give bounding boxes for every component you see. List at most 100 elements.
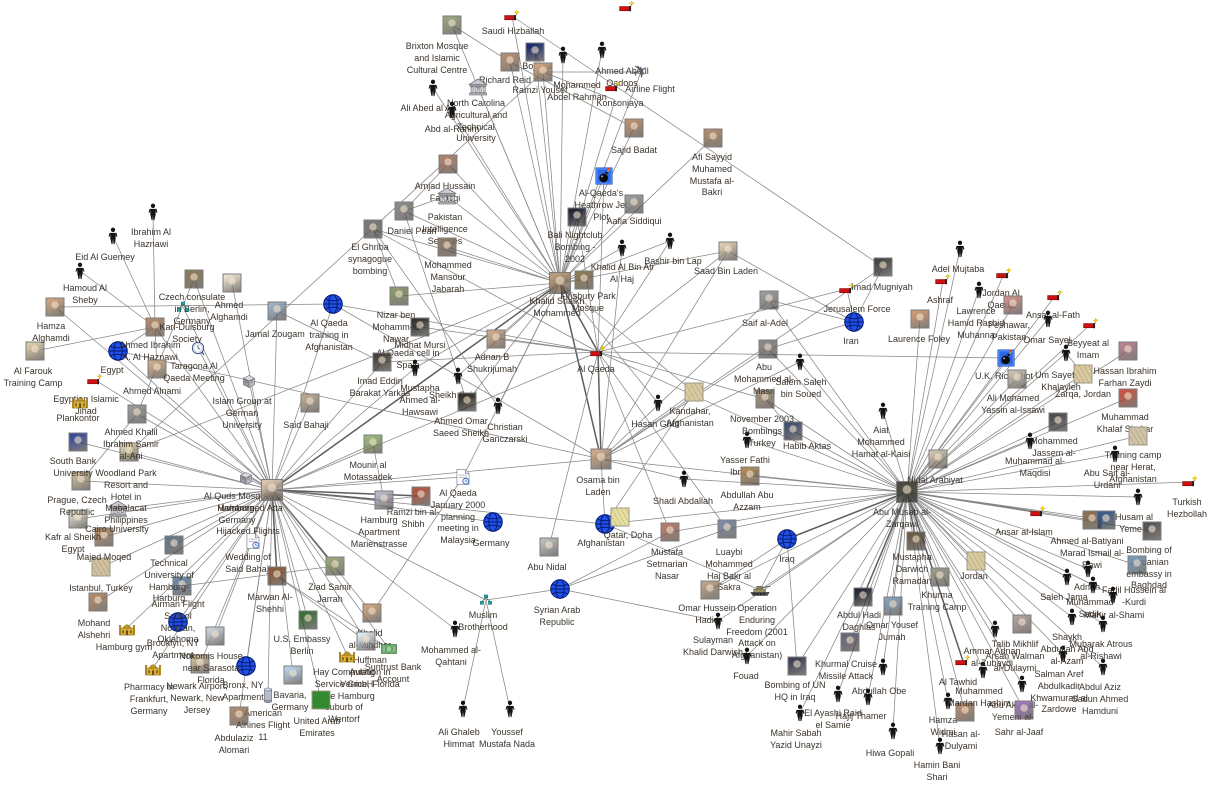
- graph-node-label-peshawar[interactable]: Peshawar,Pakistan: [987, 320, 1031, 342]
- graph-node-label-imad[interactable]: Imad Mugniyah: [851, 282, 913, 292]
- graph-node-label-ansarislam[interactable]: Ansar al-Islam: [995, 527, 1053, 537]
- graph-node-label-jordanmap[interactable]: Jordan: [960, 571, 988, 581]
- mosque-building-icon[interactable]: [119, 621, 136, 636]
- graph-node-label-midhat[interactable]: Midhat Mursi: [394, 340, 446, 350]
- graph-node-label-hijackedfl[interactable]: Hijacked Flights: [216, 526, 280, 536]
- person-icon[interactable]: [878, 659, 889, 676]
- graph-node-label-alqaeda[interactable]: Al Qaeda: [577, 364, 615, 374]
- person-icon[interactable]: [974, 282, 985, 299]
- graph-node-label-cairouniv[interactable]: Cairo University: [85, 524, 149, 534]
- photo-icon[interactable]: [1012, 614, 1032, 634]
- graph-node-label-kandahar[interactable]: Kandahar,Afghanistan: [666, 406, 714, 428]
- photo-icon[interactable]: [374, 490, 394, 510]
- photo-icon[interactable]: [372, 352, 392, 372]
- graph-node-label-abdullahobe[interactable]: Abdullah Obe: [851, 686, 907, 696]
- photo-icon[interactable]: [624, 194, 644, 214]
- photo-icon[interactable]: [1048, 412, 1068, 432]
- photo-icon[interactable]: [68, 509, 88, 529]
- person-icon[interactable]: [955, 241, 966, 258]
- attack-flag-icon[interactable]: [1083, 318, 1100, 330]
- photo-icon[interactable]: [910, 309, 930, 329]
- graph-node-label-majed[interactable]: Majed Moqed: [76, 552, 132, 562]
- building-3d-icon[interactable]: [241, 374, 258, 389]
- person-icon[interactable]: [888, 723, 899, 740]
- person-icon[interactable]: [428, 80, 439, 97]
- photo-icon[interactable]: [205, 626, 225, 646]
- attack-flag-icon[interactable]: [590, 346, 607, 358]
- graph-node-label-hasandulyami[interactable]: Hasan al-Dulyami: [941, 729, 981, 751]
- photo-icon[interactable]: [267, 566, 287, 586]
- photo-icon[interactable]: [660, 522, 680, 542]
- photo-icon[interactable]: [356, 631, 376, 651]
- graph-node-label-aliabed[interactable]: Ali Abed al Az: [400, 103, 456, 113]
- graph-node-label-ashraf[interactable]: Ashraf: [926, 295, 954, 305]
- person-icon[interactable]: [410, 360, 421, 377]
- photo-icon[interactable]: [438, 154, 458, 174]
- photo-icon[interactable]: [1118, 341, 1138, 361]
- photo-icon[interactable]: [457, 392, 477, 412]
- photo-icon[interactable]: [539, 537, 559, 557]
- photo-icon[interactable]: [363, 434, 383, 454]
- graph-node-label-marwan[interactable]: Marwan Al-Shehhi: [247, 592, 293, 614]
- graph-node-label-abunidal[interactable]: Abu Nidal: [527, 562, 567, 572]
- photo-icon[interactable]: [127, 404, 147, 424]
- attack-flag-icon[interactable]: [1182, 476, 1199, 488]
- photo-icon[interactable]: [298, 610, 318, 630]
- document-meeting-icon[interactable]: [246, 533, 260, 550]
- graph-node-label-saidbahaji[interactable]: Said Bahaji: [283, 420, 329, 430]
- photo-icon[interactable]: [533, 62, 553, 82]
- graph-node-label-hasanghul[interactable]: Hasan Ghul: [631, 419, 679, 429]
- graph-node-label-shadi[interactable]: Shadi Abdallah: [652, 496, 714, 506]
- graph-node-label-ramzibinshibh[interactable]: Ramzi bin al-Shibh: [386, 507, 440, 529]
- graph-node-label-umsayef[interactable]: Um Sayef al-Khalayleh: [1034, 370, 1088, 392]
- graph-node-label-fouad[interactable]: Fouad: [733, 671, 759, 681]
- graph-node-label-saudihizb[interactable]: Saudi Hizballah: [481, 26, 545, 36]
- person-icon[interactable]: [1067, 609, 1078, 626]
- globe-icon[interactable]: [483, 512, 503, 532]
- photo-icon[interactable]: [525, 42, 545, 62]
- photo-icon[interactable]: [267, 301, 287, 321]
- graph-node-label-sahr[interactable]: Sahr al-Jaaf: [994, 727, 1044, 737]
- graph-node-label-abuakim[interactable]: Abu Akim al-Yemeni al-: [987, 700, 1039, 722]
- mosque-building-icon[interactable]: [339, 648, 356, 663]
- military-operation-icon[interactable]: [749, 584, 772, 596]
- graph-node-label-konsonjaya[interactable]: Konsonjaya: [596, 98, 644, 108]
- person-icon[interactable]: [1098, 616, 1109, 633]
- person-icon[interactable]: [1088, 577, 1099, 594]
- photo-icon[interactable]: [1014, 700, 1034, 720]
